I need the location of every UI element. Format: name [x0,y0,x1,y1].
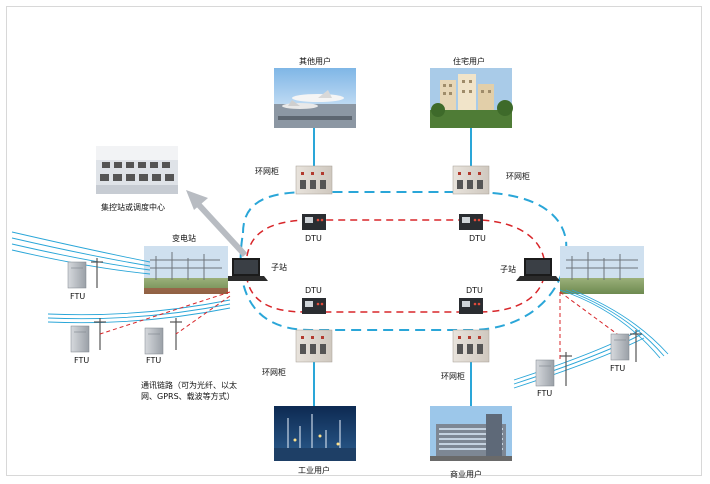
dtu-top-left [302,214,326,230]
label-dtu-bottom-right: DTU [466,286,483,295]
label-ftu-right-high: FTU [610,364,626,373]
uplink-arrow-shaft [195,201,248,258]
label-ring-cabinet-top-left: 环网柜 [255,167,279,176]
label-ring-cabinet-bottom-right: 环网柜 [441,372,465,381]
laptop-left [224,258,268,281]
label-ftu-left-top: FTU [70,292,86,301]
label-sub-station-right: 子站 [500,265,516,274]
pole-right-1 [560,352,572,386]
ftu-box-left-top [67,261,87,289]
label-dtu-bottom-left: DTU [305,286,322,295]
substation-left-image [144,246,228,294]
label-ftu-right-low: FTU [537,389,553,398]
other-users-image [274,68,356,128]
label-industrial-users: 工业用户 [298,466,330,475]
industrial-users-image [274,406,356,461]
label-commercial-users: 商业用户 [450,470,482,479]
dtu-top-right [459,214,483,230]
label-comm-link: 通讯链路（可为光纤、以太网、GPRS、载波等方式） [141,381,237,401]
laptop-right [516,258,560,281]
label-residential-users: 住宅用户 [453,57,485,66]
diagram-frame [6,6,702,476]
ftu-box-left-right [144,327,164,355]
dtu-bottom-right [459,298,483,314]
commercial-users-image [430,406,512,461]
comm-links [99,291,629,360]
label-dtu-top-right: DTU [469,234,486,243]
label-ftu-left-mid: FTU [74,356,90,365]
residential-users-image [430,68,513,128]
ring-cabinet-top-right [452,165,490,195]
label-substation: 变电站 [172,234,196,243]
label-control-center: 集控站或调度中心 [101,203,165,212]
substation-right-image [560,246,644,294]
label-sub-station-left: 子站 [271,263,287,272]
ring-cabinet-bottom-right [452,329,490,363]
ftu-box-right-high [610,333,630,361]
ring-cabinet-top-left [295,165,333,195]
label-ring-cabinet-top-right: 环网柜 [506,172,530,181]
uplink-arrow-head [186,190,208,210]
ring-cabinet-bottom-left [295,329,333,363]
blue-ring-line [239,191,568,331]
pole-right-2 [630,330,642,362]
dtu-bottom-left [302,298,326,314]
power-lines-left [11,231,231,324]
ftu-box-left-mid [70,325,90,353]
ftu-box-right-low [535,359,555,387]
label-ring-cabinet-bottom-left: 环网柜 [262,368,286,377]
power-lines-right [513,289,669,389]
control-center-image [96,146,178,194]
label-dtu-top-left: DTU [305,234,322,243]
pole-left-1 [91,258,103,288]
label-ftu-left-right: FTU [146,356,162,365]
label-other-users: 其他用户 [299,57,331,66]
